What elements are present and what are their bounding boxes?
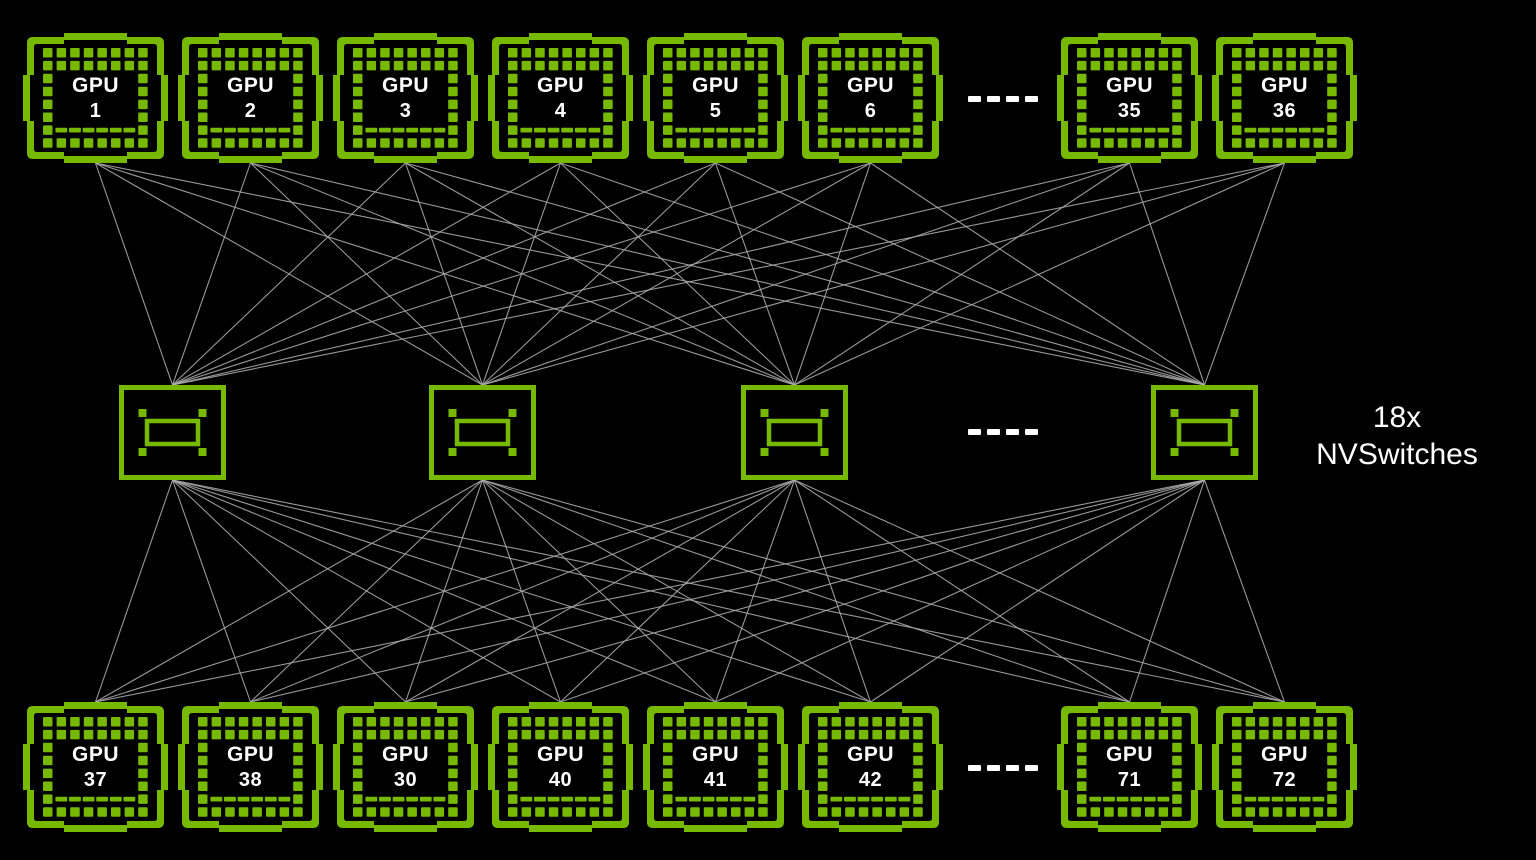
nvlink-line (794, 162, 1130, 386)
nvlink-line (172, 479, 716, 703)
nvswitch-caption-label: NVSwitches (1316, 438, 1478, 471)
nvlink-line (1203, 479, 1286, 703)
nvlink-line (172, 479, 871, 703)
nvlink-line (870, 479, 1205, 703)
nvlink-line (794, 479, 1130, 703)
nvswitch-caption: 18x NVSwitches (1277, 399, 1517, 473)
nvlink-line (172, 479, 1130, 703)
nvlink-line (94, 162, 174, 386)
nvlink-line (870, 162, 1205, 386)
nvlink-line (172, 162, 406, 386)
nvlink-line (715, 162, 1205, 386)
nvlink-line (172, 479, 1285, 703)
nvlink-line (172, 162, 1285, 386)
nvlink-line (482, 479, 1130, 703)
nvlink-line (482, 479, 1285, 703)
nvlink-line (172, 162, 1130, 386)
nvlink-line (171, 479, 252, 703)
nvlink-line (794, 479, 1285, 703)
nvlink-line (1128, 479, 1206, 703)
nvlink-line (1128, 162, 1206, 386)
nvlink-line (405, 162, 795, 386)
nvlink-line (714, 162, 796, 386)
nvlink-line (793, 162, 872, 386)
nvlink-line (793, 479, 872, 703)
nvlink-line (172, 479, 561, 703)
nvlink-line (714, 479, 796, 703)
nvlink-line (405, 479, 795, 703)
nvlink-line (172, 162, 716, 386)
nvlink-line (482, 479, 871, 703)
nvlink-line (482, 162, 871, 386)
nvlink-line (482, 162, 716, 386)
nvlink-line (94, 479, 174, 703)
nvlink-line (171, 162, 252, 386)
nvlink-line (172, 162, 871, 386)
nvlink-line (482, 479, 716, 703)
nvlink-line (172, 479, 406, 703)
nvlink-line (794, 162, 1285, 386)
nvlink-line (715, 479, 1205, 703)
nvlink-line (482, 162, 1130, 386)
nvlink-line (1203, 162, 1286, 386)
nvlink-line (172, 162, 561, 386)
nvswitch-caption-count: 18x (1372, 401, 1422, 434)
nvlink-line (482, 162, 1285, 386)
